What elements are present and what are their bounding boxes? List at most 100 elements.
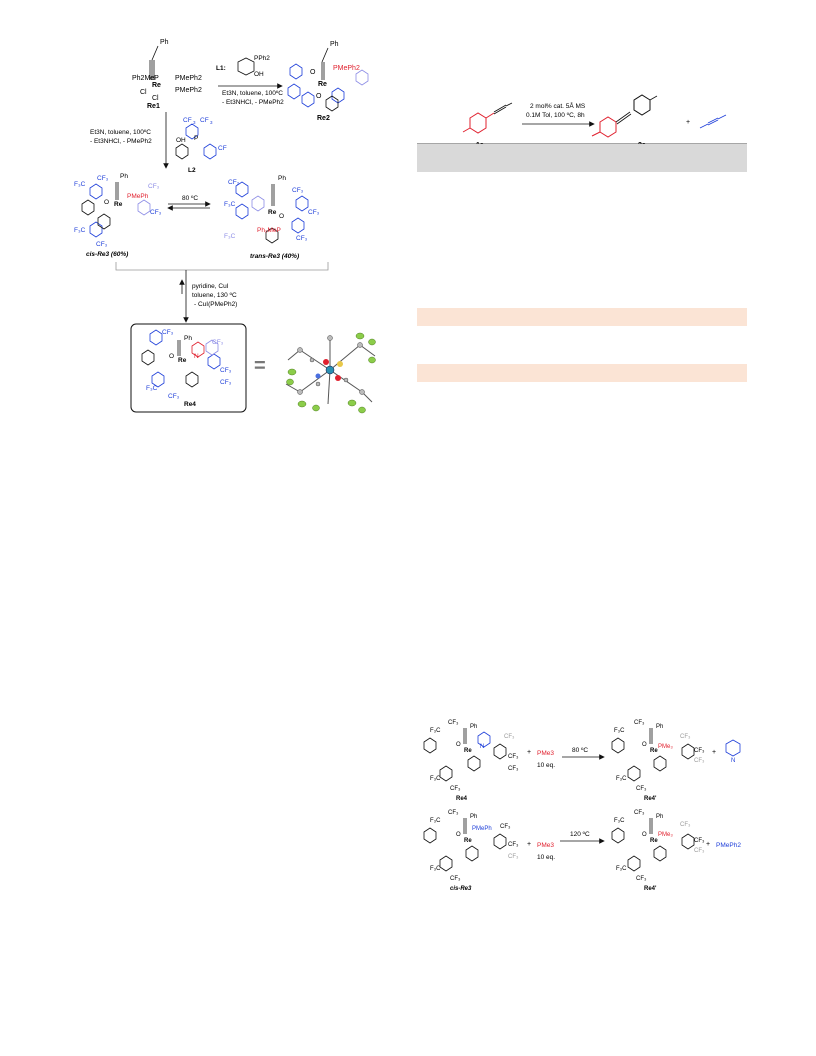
svg-text:Ph: Ph — [656, 814, 663, 820]
svg-text:O: O — [456, 832, 461, 838]
svg-text:CF₃: CF₃ — [680, 734, 691, 740]
table-header-row — [417, 144, 747, 172]
step3-line2: toluene, 130 ºC — [192, 292, 237, 299]
re4-box — [130, 323, 247, 413]
svg-text:O: O — [279, 213, 284, 220]
reaction-conditions-2: 0.1M Tol, 100 ºC, 8h — [526, 112, 585, 119]
svg-text:O: O — [642, 832, 647, 838]
svg-text:O: O — [642, 742, 647, 748]
svg-text:CF₃: CF₃ — [634, 720, 645, 726]
svg-text:Ph₂MeP: Ph₂MeP — [257, 227, 281, 234]
re1-pmeph-left: Ph2MeP — [132, 75, 159, 82]
svg-text:CF₃: CF₃ — [220, 367, 232, 374]
svg-text:N: N — [480, 744, 484, 750]
row2-temp: 120 ºC — [570, 831, 590, 838]
step2-text: Et3N, toluene, 100ºC - Et3NHCl, - PMePh2… — [90, 117, 227, 174]
row2-right-label: Re4' — [644, 886, 657, 892]
row2-right-complex: Ph CF₃ F₃C O Re PMe₃ CF₃ CF₃ CF₃ F₃C CF₃… — [611, 810, 705, 892]
row1-left-complex: Ph CF₃ F₃C O Re N CF₃ CF₃ CF₃ F₃C CF₃ Re… — [423, 720, 519, 802]
svg-text:Ph: Ph — [278, 175, 286, 182]
step3-text: pyridine, CuI toluene, 130 ºC - CuI(PMeP… — [192, 283, 237, 308]
svg-text:CF₃: CF₃ — [636, 876, 647, 882]
svg-text:OH: OH — [176, 137, 186, 144]
svg-text:F₃C: F₃C — [224, 233, 236, 240]
svg-text:CF₃: CF₃ — [508, 842, 519, 848]
svg-text:CF₃: CF₃ — [634, 810, 645, 816]
trans-re3-label: trans-Re3 (40%) — [250, 253, 299, 260]
row1-pyridine: N — [725, 739, 741, 764]
row1-reagent: PMe3 — [537, 750, 554, 757]
svg-text:CF₃: CF₃ — [694, 838, 705, 844]
svg-text:CF₃: CF₃ — [636, 786, 647, 792]
re1-cl-left: Cl — [140, 89, 147, 96]
svg-text:N: N — [194, 353, 199, 360]
row1-equiv: 10 eq. — [537, 762, 555, 769]
svg-text:Ph: Ph — [470, 814, 477, 820]
re1-pmeph-right: PMePh2 — [175, 75, 202, 82]
svg-text:CF₃: CF₃ — [97, 175, 109, 182]
svg-text:3: 3 — [210, 120, 213, 125]
svg-text:CF₃: CF₃ — [504, 734, 515, 740]
svg-text:CF₃: CF₃ — [296, 235, 308, 242]
row2-byproduct: PMePh2 — [716, 842, 741, 849]
svg-text:Re: Re — [114, 201, 123, 208]
step1-conditions: Et3N, toluene, 100ºC — [222, 90, 283, 97]
isomerization-temp: 80 ºC — [182, 195, 198, 202]
step1-reagent: L1: — [216, 65, 226, 72]
svg-text:CF₃: CF₃ — [292, 187, 304, 194]
svg-text:3: 3 — [193, 120, 196, 125]
svg-text:Re: Re — [268, 209, 277, 216]
svg-text:+: + — [706, 841, 710, 848]
svg-text:Re: Re — [464, 748, 472, 754]
svg-text:CF₃: CF₃ — [148, 183, 160, 190]
step1-byproducts: - Et3NHCl, - PMePh2 — [222, 99, 284, 106]
svg-text:Ph: Ph — [120, 173, 128, 180]
re1-pmeph-lower: PMePh2 — [175, 87, 202, 94]
svg-text:+: + — [527, 749, 531, 756]
svg-text:CF₃: CF₃ — [694, 758, 705, 764]
svg-text:CF₃: CF₃ — [500, 824, 511, 830]
svg-text:Ph: Ph — [656, 724, 663, 730]
step1-text: L1: PPh2 OH Et3N, toluene, 100ºC - Et3NH… — [216, 55, 284, 106]
re4-label: Re4 — [184, 401, 196, 408]
svg-text:F₃C: F₃C — [616, 866, 627, 872]
svg-text:F₃C: F₃C — [224, 201, 236, 208]
svg-text:Re: Re — [178, 357, 187, 364]
svg-text:F₃C: F₃C — [430, 818, 441, 824]
svg-text:F₃C: F₃C — [74, 181, 86, 188]
row1-temp: 80 ºC — [572, 747, 588, 754]
row1-byproduct: N — [731, 758, 735, 764]
complex-re2: Ph O Re O PMePh2 Re2 — [287, 41, 369, 122]
svg-text:P: P — [194, 135, 198, 142]
row2-left-complex: Ph CF₃ F₃C O Re PMePh CF₃ CF₃ CF₃ F₃C CF… — [423, 810, 519, 892]
svg-text:F₃C: F₃C — [614, 728, 625, 734]
reaction-conditions-1: 2 mol% cat. 5Å MS — [530, 101, 586, 110]
svg-text:Re: Re — [650, 748, 658, 754]
svg-text:O: O — [104, 199, 109, 206]
row1-right-complex: Ph CF₃ F₃C O Re PMe₃ CF₃ CF₃ CF₃ F₃C CF₃… — [611, 720, 705, 802]
svg-text:O: O — [456, 742, 461, 748]
svg-text:+: + — [527, 841, 531, 848]
step2-reagent: L2 — [188, 167, 196, 174]
svg-text:CF₃: CF₃ — [220, 379, 232, 386]
complex-re1: Ph Ph2MeP PMePh2 PMePh2 Re Cl Cl Re1 — [132, 39, 202, 110]
row1-right-label: Re4' — [644, 796, 657, 802]
svg-text:PPh2: PPh2 — [254, 55, 270, 62]
svg-text:CF₃: CF₃ — [694, 848, 705, 854]
re1-ph: Ph — [160, 39, 169, 46]
svg-text:CF₃: CF₃ — [228, 179, 240, 186]
row1-left-label: Re4 — [456, 796, 468, 802]
svg-text:PMePh: PMePh — [472, 826, 492, 832]
svg-text:CF: CF — [218, 145, 227, 152]
row2-left-label: cis-Re3 — [450, 886, 472, 892]
svg-text:F₃C: F₃C — [430, 776, 441, 782]
svg-text:CF₃: CF₃ — [508, 766, 519, 772]
complex-trans-re3: Ph Re O Ph₂MeP CF₃ F₃C CF₃ CF₃ CF₃ F₃C t… — [224, 175, 320, 260]
svg-text:CF: CF — [183, 117, 192, 124]
svg-text:Ph: Ph — [184, 335, 192, 342]
svg-text:CF₃: CF₃ — [450, 876, 461, 882]
svg-text:F₃C: F₃C — [146, 385, 158, 392]
svg-text:Re: Re — [464, 838, 472, 844]
svg-text:CF₃: CF₃ — [96, 241, 108, 248]
svg-text:CF₃: CF₃ — [508, 854, 519, 860]
